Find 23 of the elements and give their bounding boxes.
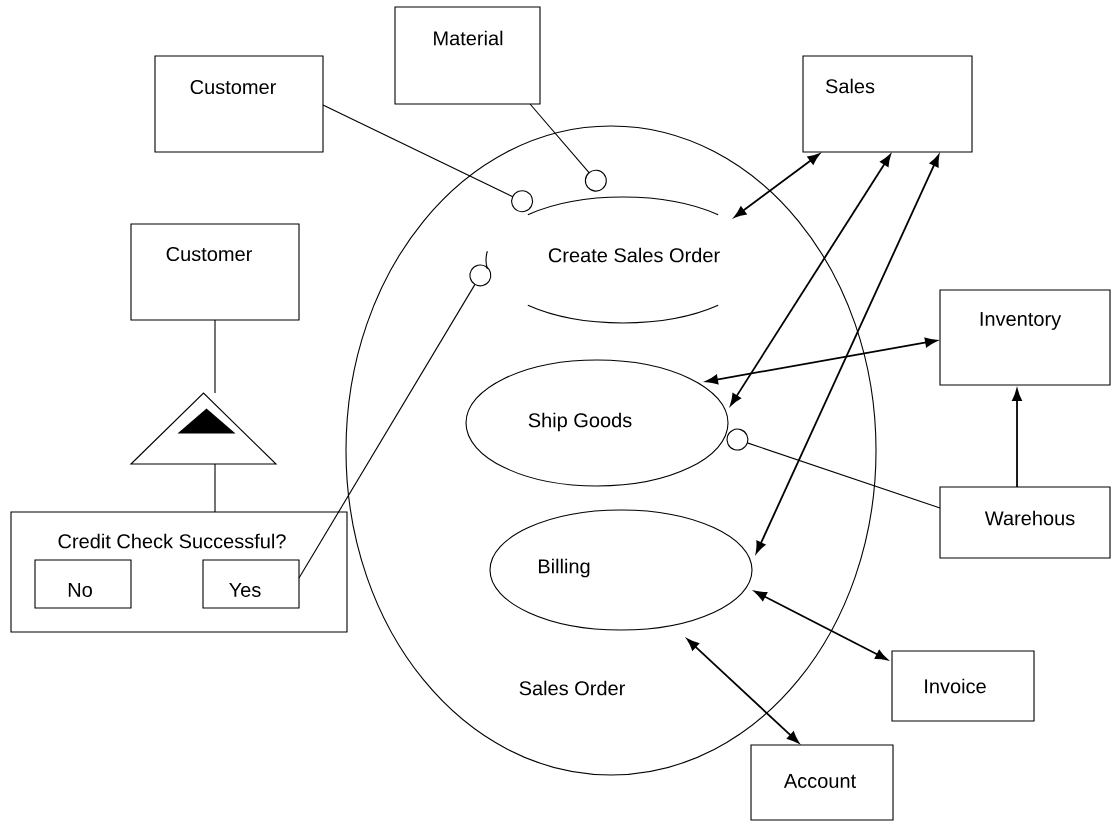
arrow: [705, 337, 938, 385]
arrow: [686, 638, 800, 744]
entity-box: Customer: [154, 55, 324, 153]
entity-box: Inventory: [939, 289, 1111, 386]
arrow: [734, 153, 820, 218]
connector-line: [298, 264, 492, 579]
connector-line: [726, 428, 941, 509]
connector-line: [322, 104, 534, 213]
connector-line: [214, 463, 216, 513]
arrow: [754, 590, 888, 661]
entity-box: No: [34, 559, 132, 609]
entity-box: Invoice: [891, 650, 1035, 722]
arrow: [1012, 388, 1022, 488]
connector-line: [529, 103, 607, 192]
arrow: [730, 154, 891, 406]
entity-box: Yes: [202, 559, 300, 609]
entity-box: Customer: [130, 223, 300, 321]
entity-box: Sales: [802, 55, 973, 153]
arrow: [755, 154, 940, 554]
entity-box: Material: [394, 6, 541, 105]
entity-box: Warehous: [939, 486, 1111, 559]
connector-line: [214, 319, 216, 394]
entity-box: Account: [750, 744, 894, 821]
